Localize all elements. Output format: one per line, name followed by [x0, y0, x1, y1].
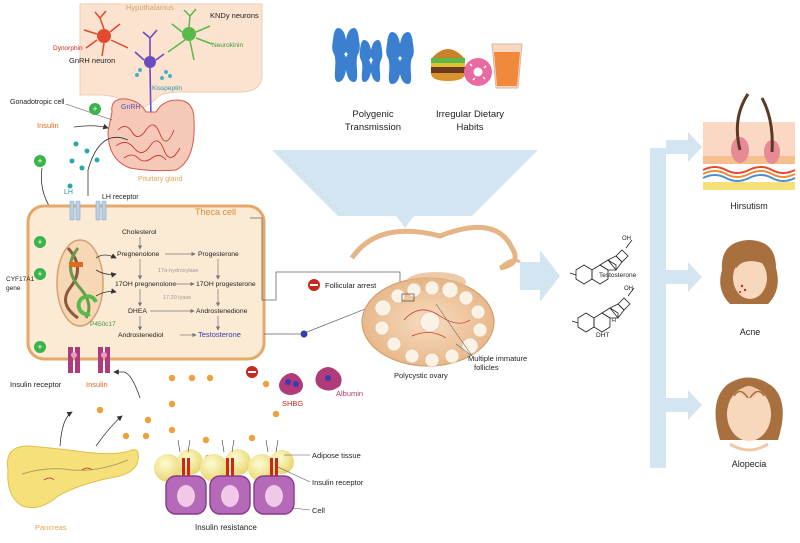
causes-arrow — [272, 150, 538, 228]
hormone-arrow — [520, 250, 560, 302]
ohprog-label: 17OH progesterone — [196, 281, 256, 288]
polycystic-ovary-label: Polycystic ovary — [394, 371, 448, 380]
gene-label-2: gene — [6, 285, 21, 292]
dynorphin-label: Dynorphin — [53, 45, 83, 52]
pituitary-label: Pituitary gland — [138, 176, 182, 183]
gene-label-1: CYF17A1 — [6, 276, 35, 283]
insulin-particles — [96, 374, 280, 462]
plus-icon — [34, 268, 46, 280]
shbg-label: SHBG — [282, 399, 303, 408]
oh-label-1: OH — [622, 236, 631, 242]
insulin-receptor-label: Insulin receptor — [10, 380, 62, 389]
genetic-label-2: Transmission — [345, 122, 401, 133]
nucleus — [56, 239, 104, 327]
theca-title: Theca cell — [195, 207, 236, 217]
chromosome-icon — [332, 28, 414, 84]
pregnenolone-label: Pregnenolone — [117, 251, 160, 258]
hirsutism-skin-icon: Hirsutism — [702, 93, 796, 211]
insulin-receptor-icon — [68, 347, 110, 373]
oh-label-2: OH — [624, 286, 633, 292]
androstenediol-label: Androstenediol — [118, 332, 164, 339]
kndy-label: KNDy neurons — [210, 11, 259, 20]
diet-label-1: Irregular Dietary — [436, 109, 504, 120]
adipose-label: Adipose tissue — [312, 451, 361, 460]
causes-panel: Polygenic Transmission Irregular Dietary… — [272, 28, 538, 228]
h-label: H — [612, 318, 616, 324]
acne-face-icon: Acne — [720, 240, 778, 337]
plus-icon — [89, 103, 101, 115]
cholesterol-label: Cholesterol — [122, 229, 157, 236]
svg-text:+: + — [37, 156, 42, 166]
hypothalamus-panel: Hypothalamus KNDy neurons Dynorphin Neur… — [53, 3, 263, 123]
alopecia-label: Alopecia — [732, 459, 767, 469]
dhea-label: DHEA — [128, 308, 147, 315]
alopecia-head-icon: Alopecia — [715, 377, 783, 469]
hirsutism-label: Hirsutism — [730, 201, 768, 211]
neurokinin-neuron-icon — [167, 8, 213, 61]
dht-structure-icon — [571, 287, 635, 333]
dna-icon — [64, 246, 91, 320]
testosterone-theca-label: Testosterone — [198, 330, 241, 339]
lyase-label: 17,20 lyase — [163, 295, 191, 301]
neurokinin-label: Neurokinin — [212, 42, 243, 49]
steroid-pathway: Cholesterol Pregnenolone Progesterone 17… — [115, 229, 256, 339]
dht-label: DHT — [596, 332, 609, 339]
adipose-tissue-cells — [154, 439, 295, 515]
polycystic-ovary: Follicular arrest Multiple immature foll… — [308, 224, 527, 380]
cell-label: Cell — [312, 506, 325, 515]
enzyme-label: P450c17 — [90, 321, 116, 328]
lh-particles — [67, 141, 100, 189]
lh-receptor-icon — [69, 200, 107, 221]
testosterone-molecule — [300, 330, 308, 338]
follicular-arrest-label: Follicular arrest — [325, 281, 377, 290]
pituitary-gland: Gonadotropic cell GnRH Insulin Pituitary… — [10, 98, 195, 219]
kisspeptin-label: Kisspeptin — [152, 85, 182, 92]
plus-icon — [34, 155, 46, 167]
genetic-label-1: Polygenic — [352, 109, 393, 120]
gnrh-neuron-label: GnRH neuron — [69, 56, 115, 65]
lh-receptor-label: LH receptor — [102, 194, 139, 201]
gnrh-label: GnRH — [121, 104, 140, 111]
svg-text:+: + — [37, 269, 42, 279]
kisspeptin-dots — [135, 68, 172, 80]
gnrh-neuron-icon — [134, 29, 165, 123]
androstenedione-label: Androstenedione — [196, 308, 248, 315]
hydroxylase-label: 17α-hydroxylase — [158, 268, 198, 274]
albumin-label: Albumin — [336, 389, 363, 398]
testosterone-structure-icon — [569, 239, 633, 285]
hypothalamus-title: Hypothalamus — [126, 3, 174, 12]
diet-label-2: Habits — [457, 122, 484, 133]
pancreas-label: Pancreas — [35, 523, 67, 532]
gonadotropic-cell-label: Gonadotropic cell — [10, 99, 65, 106]
outcomes-bracket — [650, 132, 702, 468]
theca-cell: Theca cell CYF17A1 gene + + P450c17 Chol… — [6, 200, 266, 373]
pancreas-icon: Pancreas — [6, 445, 139, 532]
multiple-label-1: Multiple immature — [468, 354, 527, 363]
insulin-label: Insulin — [86, 380, 108, 389]
ohpreg-label: 17OH pregnenolone — [115, 281, 176, 288]
multiple-label-2: follicles — [474, 363, 499, 372]
p450c17-enzyme-icon — [76, 294, 98, 317]
acne-label: Acne — [740, 327, 761, 337]
dynorphin-neuron-icon — [83, 10, 129, 57]
fast-food-icon — [431, 49, 492, 86]
shbg-icon — [279, 373, 303, 395]
progesterone-label: Progesterone — [198, 251, 239, 258]
insulin-top-label: Insulin — [37, 121, 59, 130]
svg-text:+: + — [37, 342, 42, 352]
plus-icon — [34, 341, 46, 353]
lh-label: LH — [64, 189, 73, 196]
svg-text:+: + — [92, 104, 97, 114]
soft-drink-icon — [491, 43, 523, 89]
follicles — [374, 280, 488, 368]
insulin-receptor2-label: Insulin receptor — [312, 478, 364, 487]
insulin-resistance-label: Insulin resistance — [195, 523, 257, 532]
albumin-icon — [315, 367, 342, 391]
plus-icon — [34, 236, 46, 248]
testosterone-structure-label: Testosterone — [599, 272, 637, 279]
svg-text:+: + — [37, 237, 42, 247]
